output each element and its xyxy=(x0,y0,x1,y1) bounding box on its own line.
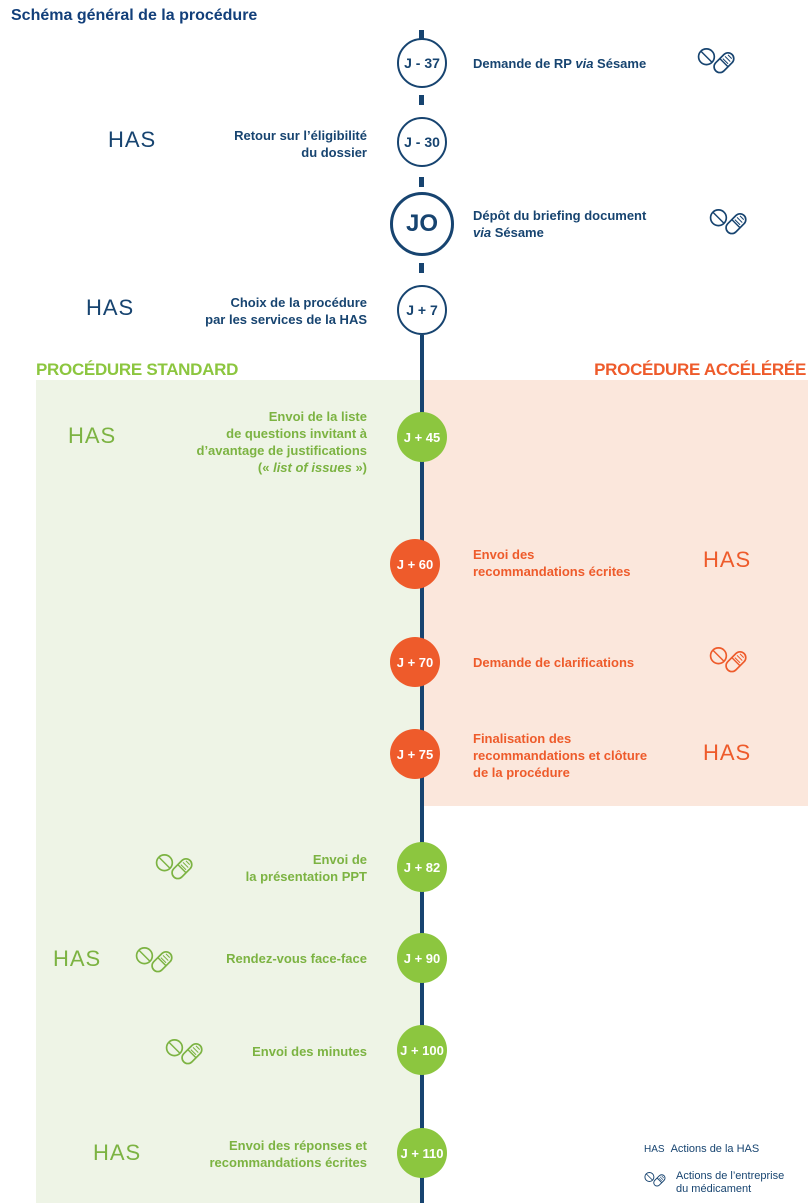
milestone-j-37: J - 37 xyxy=(397,38,447,88)
milestone-j75: J + 75 xyxy=(390,729,440,779)
legend-company: Actions de l’entreprise du médicament xyxy=(644,1170,784,1196)
milestone-j60: J + 60 xyxy=(390,539,440,589)
accelerated-procedure-heading: PROCÉDURE ACCÉLÉRÉE xyxy=(594,360,806,379)
has-logo: HAS xyxy=(703,740,752,765)
milestone-j100: J + 100 xyxy=(397,1025,447,1075)
milestone-j-30: J - 30 xyxy=(397,117,447,167)
standard-procedure-panel xyxy=(36,380,421,1203)
milestone-j82: J + 82 xyxy=(397,842,447,892)
pill-icon xyxy=(709,207,751,239)
has-logo: HAS xyxy=(93,1140,142,1165)
step-label-j70: Demande de clarifications xyxy=(473,655,635,670)
has-logo: HAS xyxy=(86,295,135,320)
timeline-dash xyxy=(419,177,424,187)
legend-has: HAS Actions de la HAS xyxy=(644,1143,759,1156)
timeline-dash xyxy=(419,263,424,273)
accelerated-procedure-panel xyxy=(421,380,808,806)
timeline-dash xyxy=(419,30,424,40)
has-logo: HAS xyxy=(644,1144,665,1155)
pill-icon xyxy=(644,1171,668,1189)
pill-icon xyxy=(697,46,739,78)
has-logo: HAS xyxy=(68,423,117,448)
step-label-j90: Rendez-vous face-face xyxy=(226,951,367,966)
pill-icon xyxy=(709,645,751,677)
milestone-j110: J + 110 xyxy=(397,1128,447,1178)
page-title: Schéma général de la procédure xyxy=(11,7,258,24)
legend-has-label: Actions de la HAS xyxy=(670,1143,760,1155)
timeline-dash xyxy=(419,95,424,105)
legend-company-label-1: Actions de l’entreprise xyxy=(676,1170,785,1182)
milestone-j90: J + 90 xyxy=(397,933,447,983)
pill-icon xyxy=(165,1037,207,1069)
has-logo: HAS xyxy=(108,127,157,152)
milestone-j45: J + 45 xyxy=(397,412,447,462)
step-label-j-37: Demande de RP via Sésame xyxy=(473,56,647,71)
has-logo: HAS xyxy=(703,547,752,572)
milestone-j70: J + 70 xyxy=(390,637,440,687)
standard-procedure-heading: PROCÉDURE STANDARD xyxy=(36,360,239,379)
pill-icon xyxy=(135,945,177,977)
has-logo: HAS xyxy=(53,946,102,971)
milestone-j0: JO xyxy=(390,192,454,256)
step-label-j100: Envoi des minutes xyxy=(252,1044,367,1059)
pill-icon xyxy=(155,852,197,884)
milestone-j7: J + 7 xyxy=(397,285,447,335)
legend-company-label-2: du médicament xyxy=(676,1183,752,1195)
